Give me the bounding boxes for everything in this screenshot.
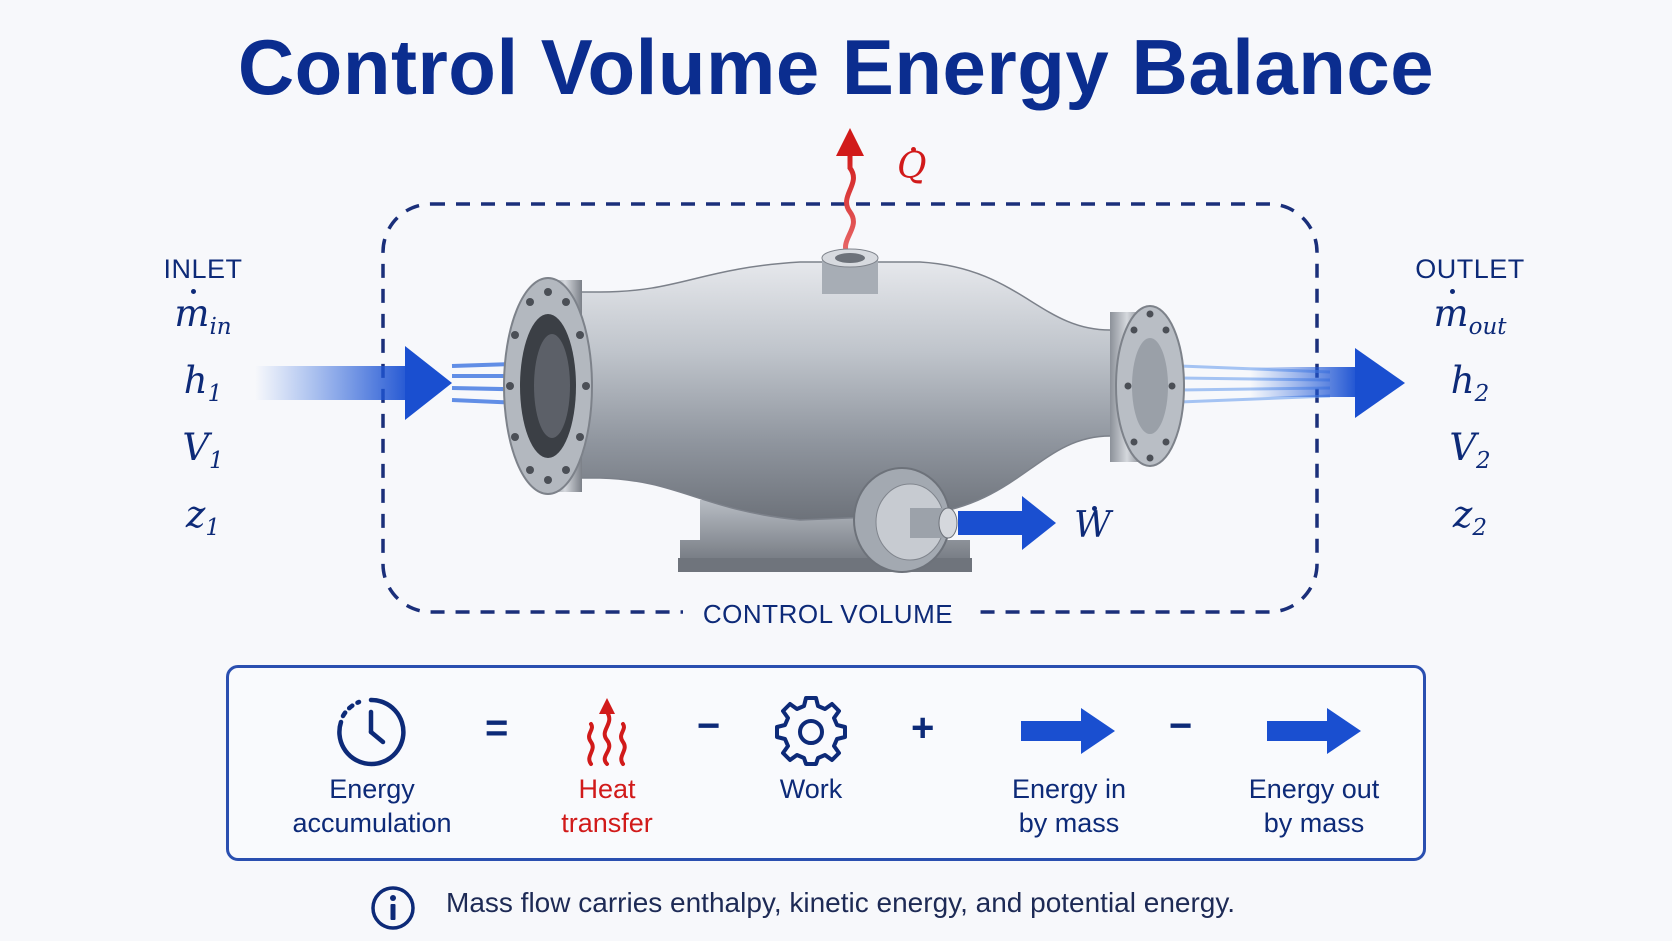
term-energy-out-by-mass: Energy out by mass: [1219, 772, 1409, 840]
energy-balance-equation: Energy accumulation = Heat transfer − Wo…: [226, 665, 1426, 861]
inlet-enthalpy-subscript: 1: [207, 381, 223, 407]
term-work: Work: [731, 772, 891, 806]
inlet-mass-flow: min: [138, 287, 268, 354]
inlet-mass-flow-symbol: m: [174, 287, 209, 340]
minus-operator-1: −: [697, 704, 721, 748]
inlet-elevation: z1: [138, 488, 268, 555]
heat-rate-label: Q: [897, 146, 927, 187]
inlet-properties: INLET min h1 V1 z1: [138, 254, 268, 555]
inlet-mass-flow-subscript: in: [209, 314, 232, 340]
work-rate-label: W: [1074, 505, 1111, 546]
equals-operator: =: [485, 706, 509, 750]
inlet-label: INLET: [163, 254, 243, 284]
work-output-arrow: [958, 496, 1056, 550]
heat-transfer-arrow: [836, 128, 864, 257]
minus-operator-2: −: [1169, 704, 1193, 748]
outlet-mass-flow: mout: [1400, 287, 1540, 354]
term-work-line1: Work: [779, 774, 843, 804]
outlet-label: OUTLET: [1415, 254, 1525, 284]
inlet-velocity-subscript: 1: [209, 448, 224, 474]
clock-icon: [337, 697, 406, 767]
heat-rate-symbol: Q: [897, 146, 927, 187]
outlet-velocity-symbol: V: [1449, 426, 1477, 469]
inlet-flow-arrow: [255, 346, 549, 420]
inlet-elevation-subscript: 1: [205, 515, 221, 541]
footnote-text: Mass flow carries enthalpy, kinetic ener…: [446, 887, 1236, 918]
inlet-velocity: V1: [138, 421, 268, 488]
outlet-elevation: z2: [1400, 488, 1540, 555]
term-heat-transfer-line2: transfer: [561, 808, 653, 838]
inlet-velocity-symbol: V: [182, 426, 210, 469]
heat-icon: [587, 698, 627, 766]
info-icon: [371, 886, 415, 930]
term-heat-transfer-line1: Heat: [578, 774, 636, 804]
term-energy-accumulation-line1: Energy: [329, 774, 415, 804]
term-energy-in-line1: Energy in: [1011, 774, 1127, 804]
plus-operator: +: [911, 706, 935, 750]
inlet-elevation-symbol: z: [185, 493, 206, 536]
outlet-velocity: V2: [1400, 421, 1540, 488]
gear-icon: [775, 696, 847, 766]
outlet-velocity-subscript: 2: [1476, 448, 1491, 474]
inlet-enthalpy: h1: [138, 354, 268, 421]
outlet-flow-arrow: [1179, 348, 1405, 418]
term-energy-accumulation-line2: accumulation: [292, 808, 452, 838]
term-energy-in-by-mass: Energy in by mass: [979, 772, 1159, 840]
outlet-mass-flow-subscript: out: [1468, 314, 1507, 340]
outlet-enthalpy-symbol: h: [1450, 359, 1475, 402]
outlet-elevation-subscript: 2: [1472, 515, 1488, 541]
outlet-enthalpy: h2: [1400, 354, 1540, 421]
arrow-right-icon: [1267, 708, 1361, 754]
steady-flow-device: [503, 248, 1185, 573]
control-volume-label: CONTROL VOLUME: [683, 599, 973, 630]
term-energy-out-line2: by mass: [1263, 808, 1365, 838]
term-energy-out-line1: Energy out: [1248, 774, 1380, 804]
outlet-properties: OUTLET mout h2 V2 z2: [1400, 254, 1540, 555]
inlet-enthalpy-symbol: h: [183, 359, 208, 402]
term-energy-accumulation: Energy accumulation: [259, 772, 485, 840]
term-energy-in-line2: by mass: [1018, 808, 1120, 838]
page-title: Control Volume Energy Balance: [237, 23, 1435, 111]
arrow-right-icon: [1021, 708, 1115, 754]
outlet-elevation-symbol: z: [1452, 493, 1473, 536]
outlet-enthalpy-subscript: 2: [1474, 381, 1490, 407]
term-heat-transfer: Heat transfer: [527, 772, 687, 840]
outlet-mass-flow-symbol: m: [1434, 287, 1469, 340]
work-rate-symbol: W: [1074, 505, 1112, 546]
